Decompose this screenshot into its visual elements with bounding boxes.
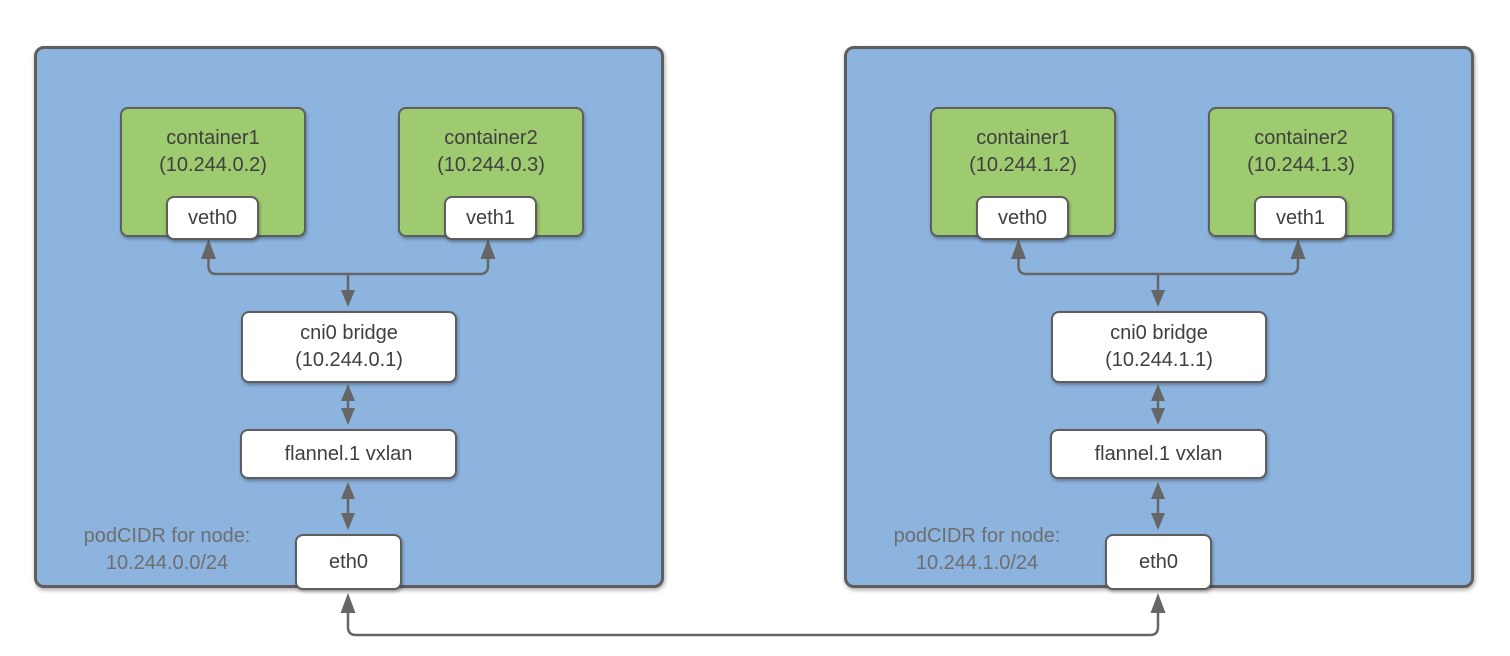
- veth1-interface-box: veth1: [1254, 196, 1347, 240]
- cni0-bridge-name: cni0 bridge: [300, 322, 398, 344]
- container1-box: container1 (10.244.0.2) veth0: [120, 107, 306, 240]
- veth1-interface-box: veth1: [444, 196, 537, 240]
- container1-label: container1 (10.244.0.2): [122, 125, 304, 179]
- podcidr-title: podCIDR for node:: [83, 525, 251, 547]
- flannel-vxlan-label: flannel.1 vxlan: [284, 442, 413, 465]
- container1-label: container1 (10.244.1.2): [932, 125, 1114, 179]
- container2-box: container2 (10.244.1.3) veth1: [1208, 107, 1394, 240]
- container1-ip: (10.244.0.2): [159, 154, 267, 176]
- eth0-label: eth0: [1139, 550, 1178, 573]
- veth0-interface-box: veth0: [166, 196, 259, 240]
- cni0-bridge-ip: (10.244.1.1): [1105, 349, 1213, 371]
- container1-name: container1: [976, 127, 1070, 149]
- cni0-bridge-box: cni0 bridge (10.244.1.1): [1051, 311, 1267, 383]
- eth0-interface-box: eth0: [1105, 534, 1212, 590]
- container2-name: container2: [444, 127, 538, 149]
- container2-label: container2 (10.244.0.3): [400, 125, 582, 179]
- node-1-box: container1 (10.244.0.2) veth0 container2…: [34, 46, 664, 590]
- container1-ip: (10.244.1.2): [969, 154, 1077, 176]
- eth0-label: eth0: [329, 550, 368, 573]
- podcidr-annotation: podCIDR for node: 10.244.0.0/24: [49, 523, 285, 577]
- flannel-vxlan-box: flannel.1 vxlan: [1050, 429, 1267, 479]
- container2-name: container2: [1254, 127, 1348, 149]
- cni0-bridge-box: cni0 bridge (10.244.0.1): [241, 311, 457, 383]
- eth0-interface-box: eth0: [295, 534, 402, 590]
- container2-ip: (10.244.1.3): [1247, 154, 1355, 176]
- cni0-bridge-ip: (10.244.0.1): [295, 349, 403, 371]
- podcidr-value: 10.244.0.0/24: [105, 552, 229, 574]
- container2-box: container2 (10.244.0.3) veth1: [398, 107, 584, 240]
- veth0-interface-box: veth0: [976, 196, 1069, 240]
- flannel-vxlan-box: flannel.1 vxlan: [240, 429, 457, 479]
- container1-box: container1 (10.244.1.2) veth0: [930, 107, 1116, 240]
- container2-label: container2 (10.244.1.3): [1210, 125, 1392, 179]
- podcidr-title: podCIDR for node:: [893, 525, 1061, 547]
- cni0-bridge-name: cni0 bridge: [1110, 322, 1208, 344]
- container1-name: container1: [166, 127, 260, 149]
- podcidr-annotation: podCIDR for node: 10.244.1.0/24: [859, 523, 1095, 577]
- node-2-box: container1 (10.244.1.2) veth0 container2…: [844, 46, 1474, 590]
- podcidr-value: 10.244.1.0/24: [915, 552, 1039, 574]
- container2-ip: (10.244.0.3): [437, 154, 545, 176]
- flannel-vxlan-label: flannel.1 vxlan: [1094, 442, 1223, 465]
